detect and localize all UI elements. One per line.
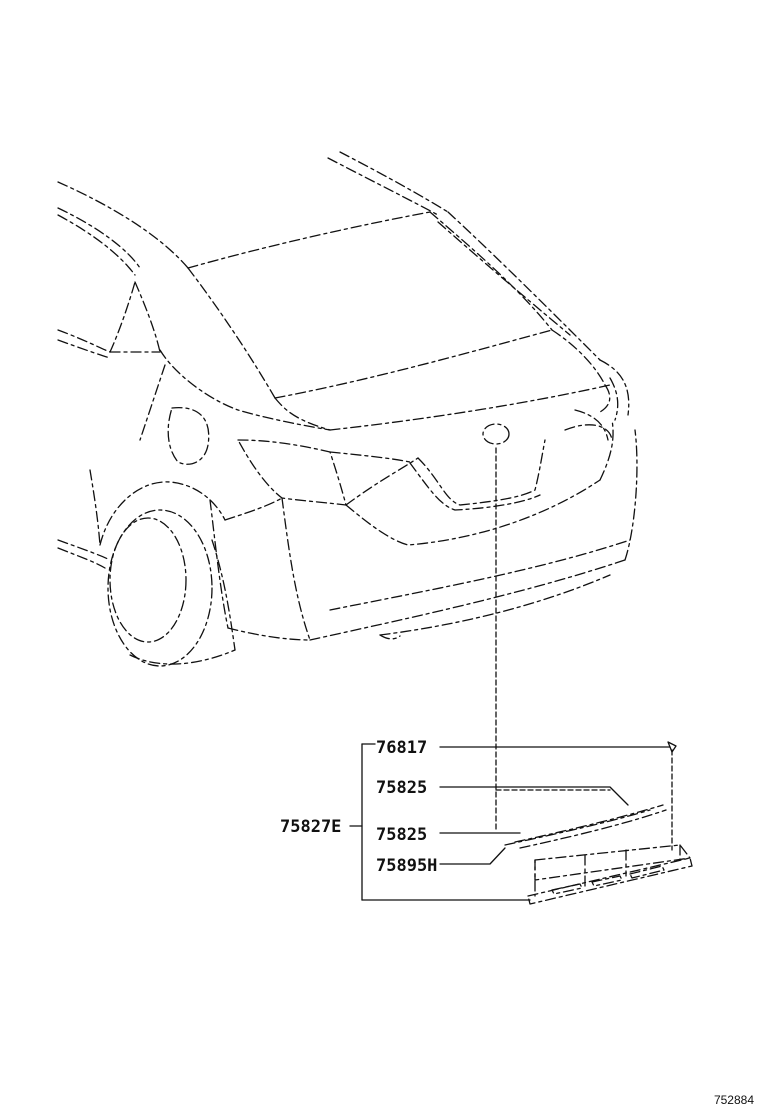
moulding-75825-lower-shape: [504, 809, 651, 846]
moulding-75825-upper-shape: [514, 804, 664, 843]
part-label-75825-upper[interactable]: 75825: [376, 778, 427, 798]
part-label-75895h[interactable]: 75895H: [376, 856, 437, 876]
part-label-75825-lower[interactable]: 75825: [376, 825, 427, 845]
figure-id: 752884: [714, 1093, 754, 1107]
exploded-parts: [504, 741, 693, 905]
clip-76817-shape: [667, 741, 677, 753]
garnish-75895h-shape: [534, 844, 691, 881]
part-labels: 76817 75825 75827E 75825 75895H: [280, 738, 437, 876]
car-illustration: [57, 151, 638, 667]
assembly-label-75827e[interactable]: 75827E: [280, 817, 341, 837]
leader-lines: [349, 447, 673, 901]
part-label-76817[interactable]: 76817: [376, 738, 427, 758]
